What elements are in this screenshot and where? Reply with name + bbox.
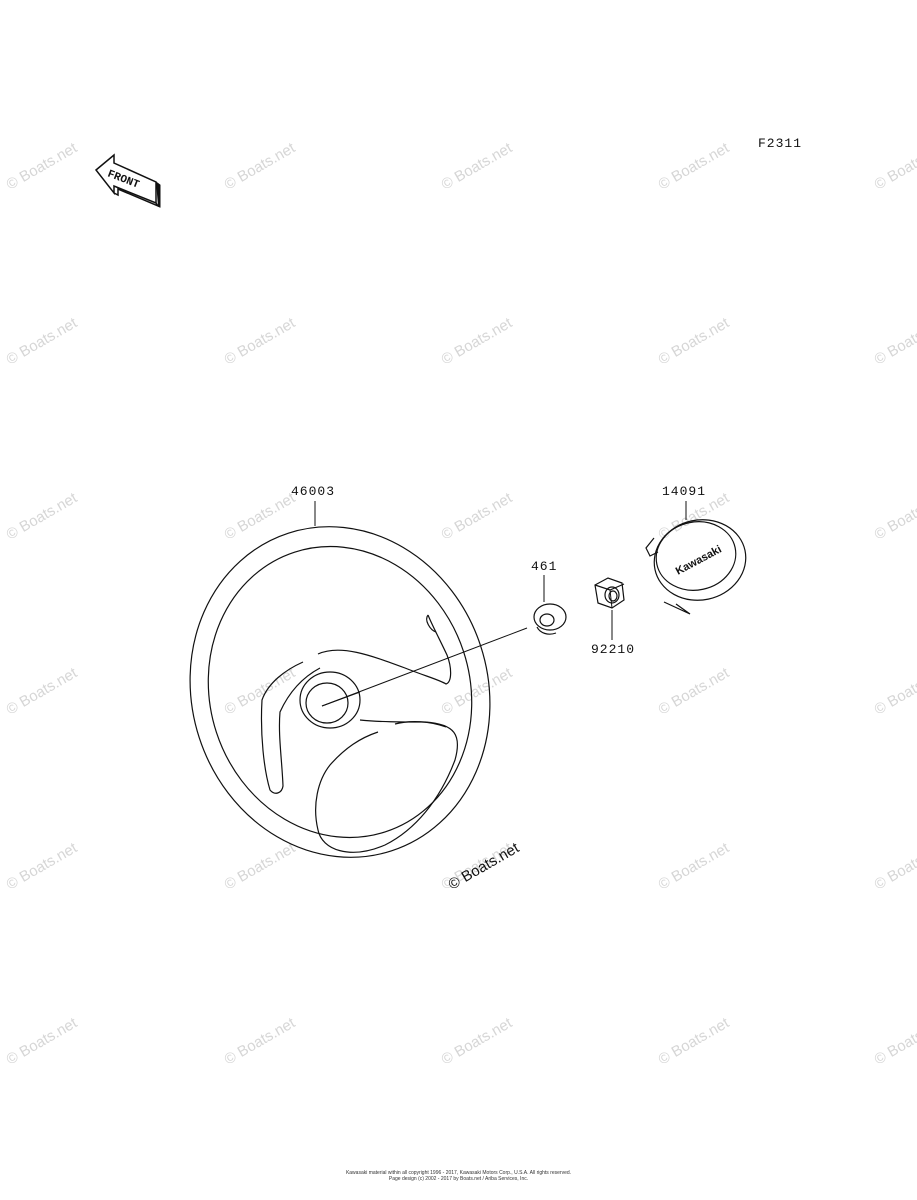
watermark-text: © Boats.net xyxy=(872,839,917,893)
watermark-text: © Boats.net xyxy=(222,839,299,893)
footer-copyright: Kawasaki material within all copyright 1… xyxy=(345,1170,572,1176)
part-label-14091: 14091 xyxy=(662,484,706,499)
watermark-text: © Boats.net xyxy=(4,1014,81,1068)
watermark-text: © Boats.net xyxy=(872,139,917,193)
cap-logo-text: Kawasaki xyxy=(674,544,724,578)
part-label-46003: 46003 xyxy=(291,484,335,499)
watermark-text: © Boats.net xyxy=(222,664,299,718)
watermark-text: © Boats.net xyxy=(439,489,516,543)
watermark-text: © Boats.net xyxy=(872,489,917,543)
watermark-text: © Boats.net xyxy=(4,139,81,193)
watermark-text: © Boats.net xyxy=(656,314,733,368)
watermark-text: © Boats.net xyxy=(656,1014,733,1068)
watermark-text: © Boats.net xyxy=(872,314,917,368)
watermark-text: © Boats.net xyxy=(4,314,81,368)
watermark-text: © Boats.net xyxy=(872,1014,917,1068)
part-label-92210: 92210 xyxy=(591,642,635,657)
nut-part xyxy=(594,577,625,609)
watermark-text: © Boats.net xyxy=(656,839,733,893)
center-watermark: © Boats.net xyxy=(446,839,523,893)
watermark-text: © Boats.net xyxy=(222,1014,299,1068)
footer-page-design: Page design (c) 2002 - 2017 by Boats.net… xyxy=(388,1176,529,1182)
watermark-text: © Boats.net xyxy=(656,664,733,718)
watermark-text: © Boats.net xyxy=(222,139,299,193)
watermark-text: © Boats.net xyxy=(222,314,299,368)
watermark-text: © Boats.net xyxy=(222,489,299,543)
part-label-461: 461 xyxy=(531,559,557,574)
watermark-text: © Boats.net xyxy=(439,314,516,368)
front-arrow-icon: FRONT xyxy=(94,153,161,208)
washer-part xyxy=(533,603,567,635)
figure-code: F2311 xyxy=(758,136,802,151)
steering-wheel-part xyxy=(189,526,491,858)
watermark-text: © Boats.net xyxy=(439,139,516,193)
watermark-text: © Boats.net xyxy=(4,664,81,718)
watermark-text: © Boats.net xyxy=(872,664,917,718)
watermark-text: © Boats.net xyxy=(4,839,81,893)
watermark-text: © Boats.net xyxy=(656,139,733,193)
watermark-text: © Boats.net xyxy=(439,1014,516,1068)
watermark-text: © Boats.net xyxy=(4,489,81,543)
